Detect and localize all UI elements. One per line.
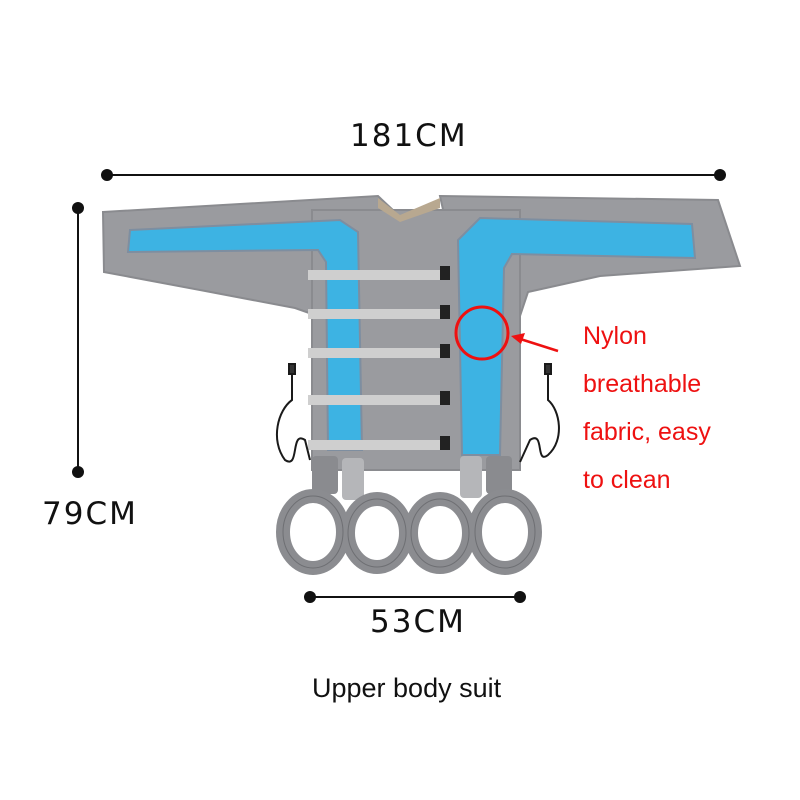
- annotation-line: Nylon: [583, 322, 647, 350]
- fabric-annotation: Nylon breathable fabric, easy to clean: [583, 312, 711, 504]
- annotation-line: to clean: [583, 466, 671, 494]
- suit: [101, 194, 742, 575]
- product-caption: Upper body suit: [312, 673, 502, 703]
- power-cords: [276, 363, 560, 463]
- width-dimension-line: [101, 169, 726, 181]
- width-dimension-label: 181CM: [350, 118, 468, 154]
- annotation-line: breathable: [583, 370, 702, 398]
- height-dimension-label: 79CM: [42, 496, 138, 532]
- body-width-dimension-line: [304, 591, 526, 603]
- height-dimension-line: [72, 202, 84, 478]
- highlight-callout: [454, 305, 559, 361]
- annotation-line: fabric, easy: [583, 418, 711, 446]
- air-tubes: [276, 489, 542, 575]
- straps: [308, 266, 450, 450]
- body-width-dimension-label: 53CM: [370, 604, 466, 640]
- connectors: [312, 456, 512, 500]
